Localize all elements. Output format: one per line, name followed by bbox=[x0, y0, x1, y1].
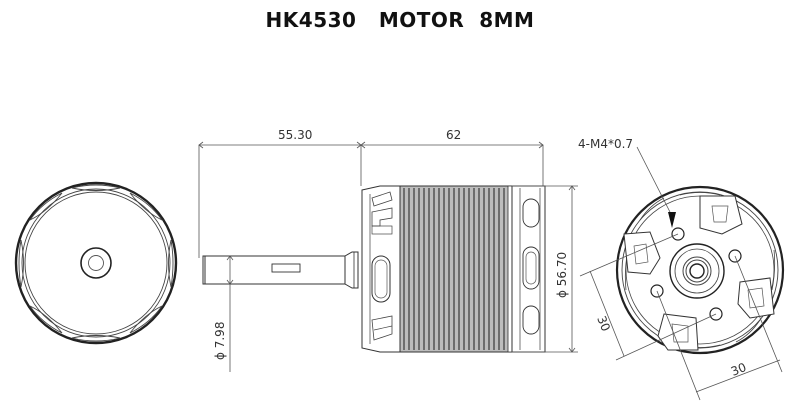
dim-body-diameter: ϕ 56.70 bbox=[555, 252, 569, 298]
shaft-flat bbox=[271, 263, 301, 273]
shaft-hub bbox=[80, 247, 112, 279]
dim-mount-spacing-a: 30 bbox=[594, 314, 613, 333]
thread-callout-leader bbox=[636, 146, 676, 228]
dim-body-length: 62 bbox=[446, 128, 461, 142]
motor-can bbox=[399, 185, 513, 353]
dim-shaft-diameter: ϕ 7.98 bbox=[213, 322, 227, 360]
drawing-title: HK4530 MOTOR 8MM bbox=[265, 8, 535, 32]
mount-spacing-dims bbox=[579, 233, 783, 401]
dimension-lines bbox=[198, 141, 578, 372]
side-profile-view bbox=[202, 185, 546, 353]
dim-shaft-length: 55.30 bbox=[278, 128, 312, 142]
rear-mount-view bbox=[615, 185, 785, 355]
dim-mount-spacing-b: 30 bbox=[729, 360, 748, 379]
thread-callout: 4-M4*0.7 bbox=[578, 137, 633, 151]
front-end-view bbox=[14, 181, 178, 345]
